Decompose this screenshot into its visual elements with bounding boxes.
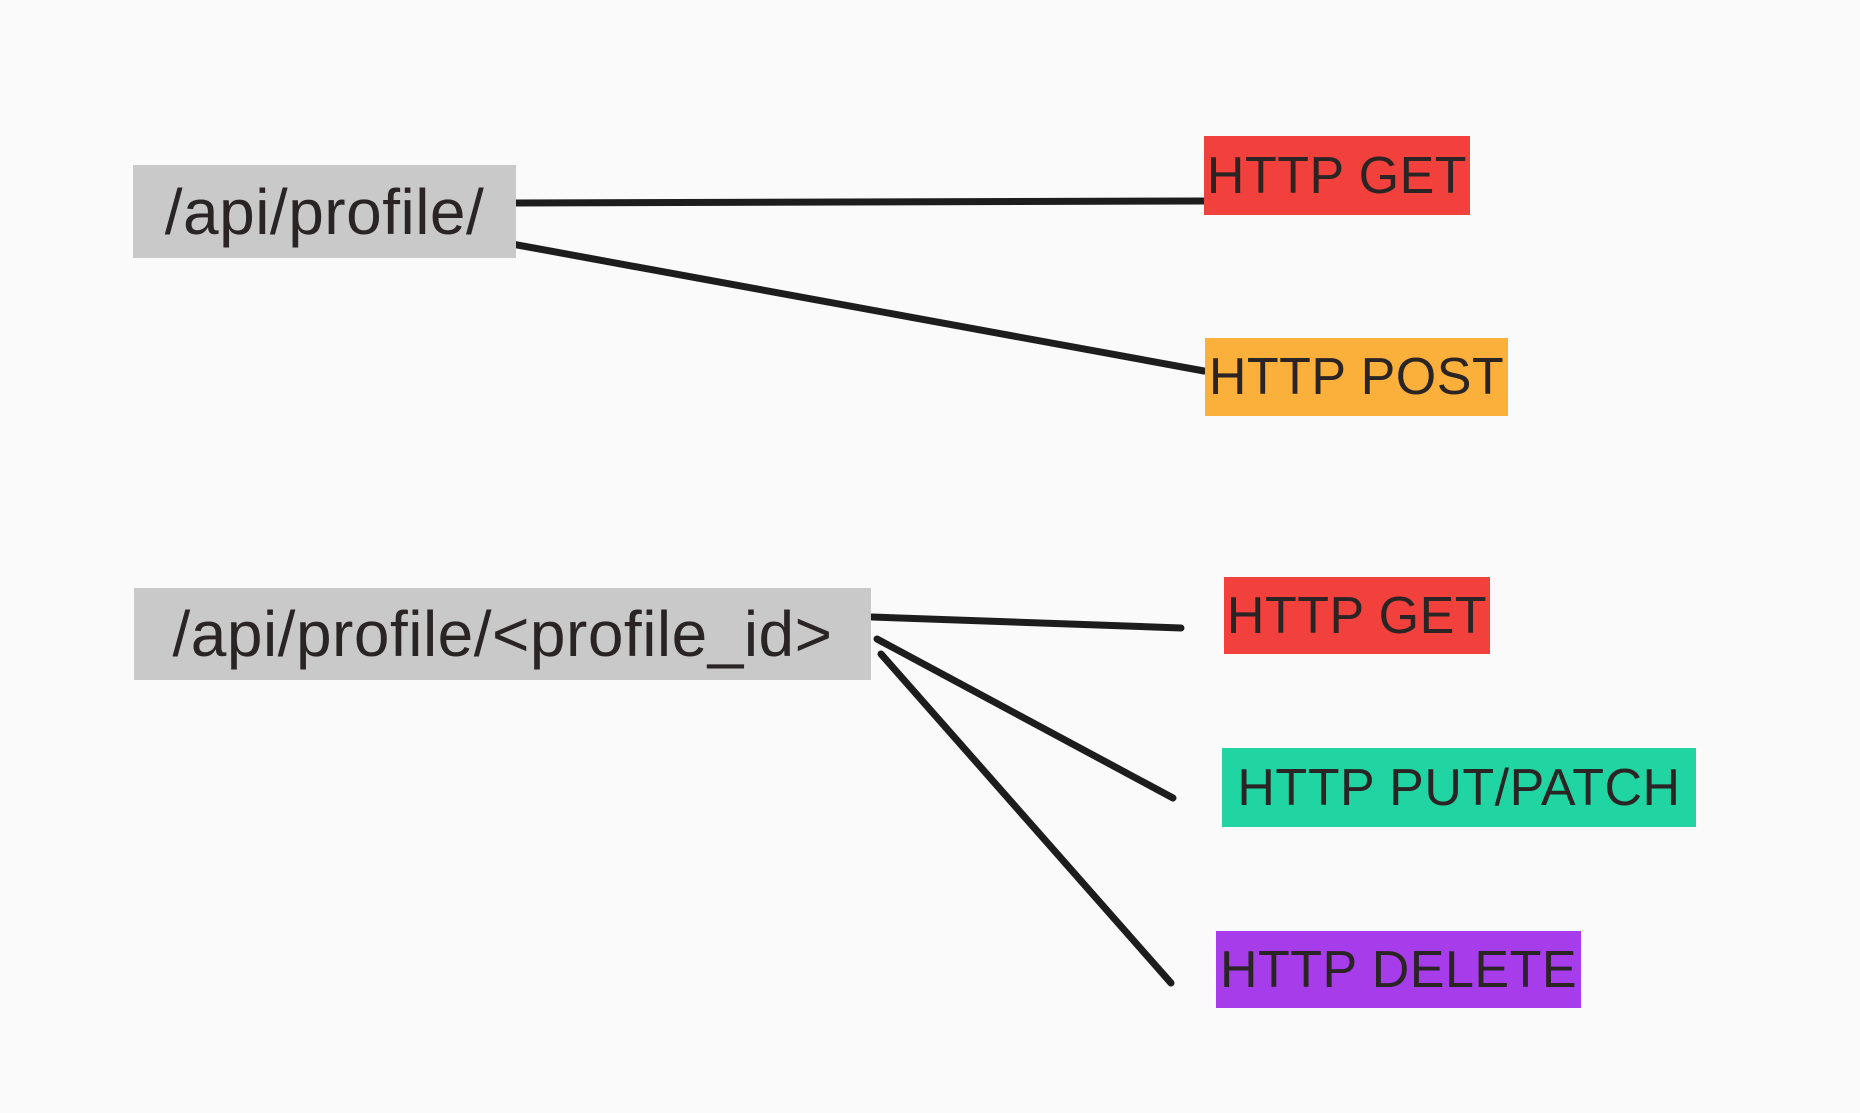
method-node-collection-post: HTTP POST (1205, 338, 1508, 416)
edge-detail-to-get (868, 613, 1185, 632)
endpoint-node-profile-collection: /api/profile/ (133, 165, 516, 258)
method-node-collection-get: HTTP GET (1204, 136, 1470, 215)
edge-collection-to-post (508, 240, 1208, 375)
edge-detail-to-put-patch (873, 635, 1177, 802)
method-node-detail-get: HTTP GET (1224, 577, 1490, 654)
edge-collection-to-get (511, 197, 1210, 207)
endpoint-node-profile-detail: /api/profile/<profile_id> (134, 588, 871, 680)
method-node-detail-delete: HTTP DELETE (1216, 931, 1581, 1008)
method-node-detail-put-patch: HTTP PUT/PATCH (1222, 748, 1696, 827)
edge-detail-to-delete (877, 650, 1175, 987)
